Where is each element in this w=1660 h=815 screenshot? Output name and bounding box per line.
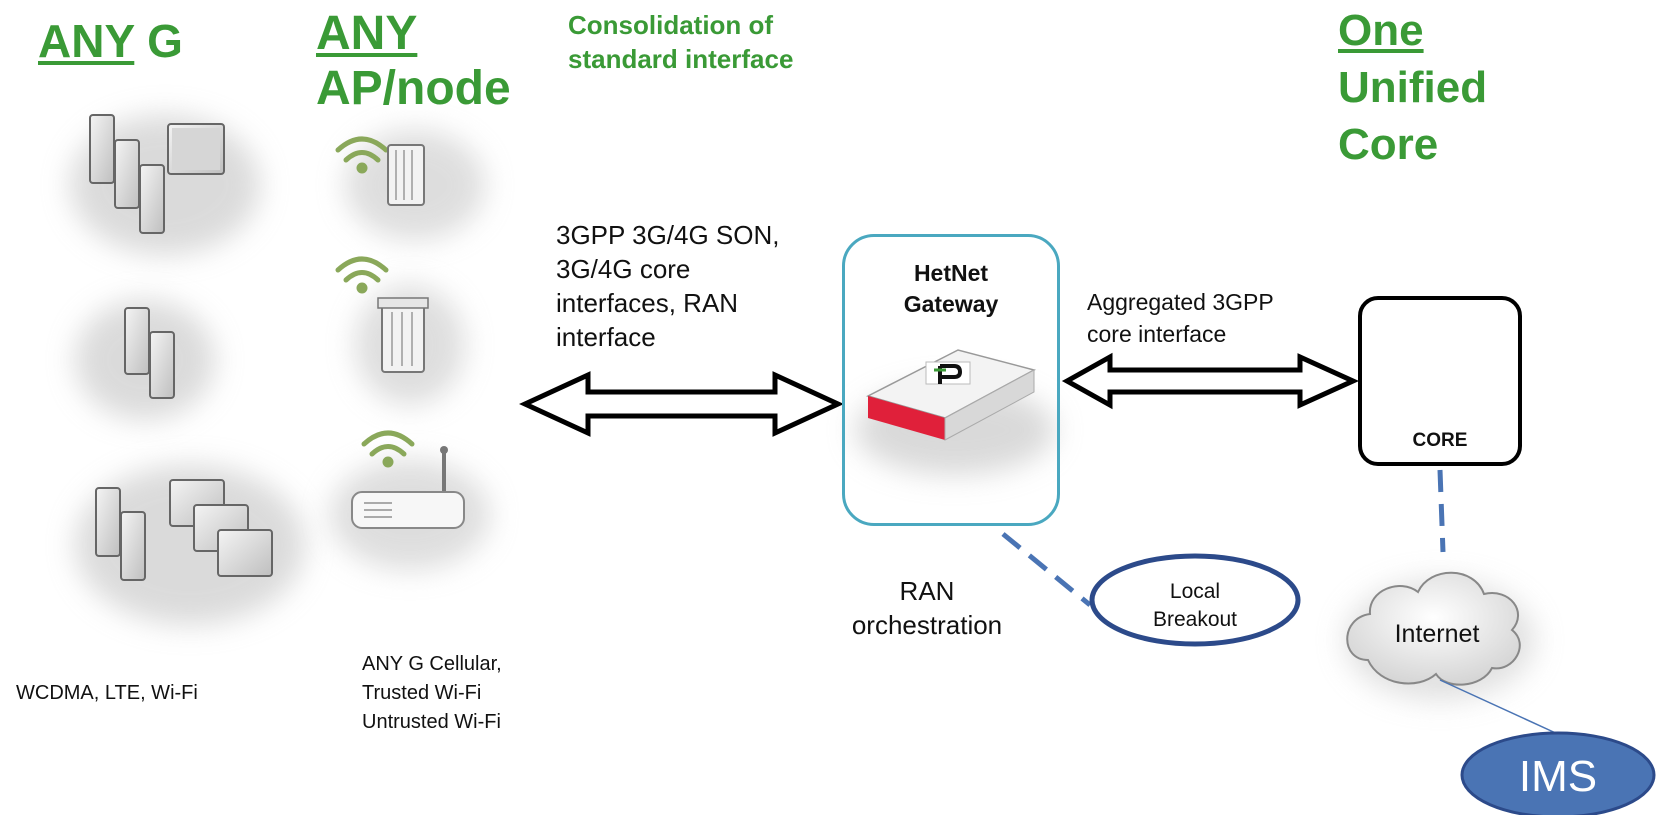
interfaces-label-line4: interface <box>556 322 656 352</box>
title-one-unified-core: One Unified Core <box>1338 2 1487 173</box>
aggregated-label-line1: Aggregated 3GPP <box>1087 289 1274 315</box>
interfaces-label-line2: 3G/4G core <box>556 254 691 284</box>
title-consolidation: Consolidation of standard interface <box>568 8 793 76</box>
ap-types-line1: ANY G Cellular, <box>362 653 502 675</box>
device-technologies-label: WCDMA, LTE, Wi-Fi <box>16 682 198 704</box>
hetnet-gateway-box <box>842 234 1060 526</box>
gateway-appliance-icon <box>855 349 1055 475</box>
title-any-ap-line1: ANY <box>316 7 418 60</box>
device-group-phones-tablets-icon <box>70 114 260 255</box>
gateway-title-line2: Gateway <box>903 291 999 317</box>
aggregated-label-line2: core interface <box>1087 321 1227 347</box>
interfaces-label: 3GPP 3G/4G SON, 3G/4G core interfaces, R… <box>556 218 780 354</box>
ims-ellipse <box>1460 731 1656 815</box>
title-core-line2: Unified <box>1338 63 1488 112</box>
local-breakout-line2: Breakout <box>1152 608 1238 631</box>
title-any-g-letter: G <box>134 15 183 67</box>
title-consolidation-line1: Consolidation of <box>568 10 774 40</box>
internet-cloud-icon <box>1345 571 1535 700</box>
title-core-line1: One <box>1338 6 1424 55</box>
title-any-g-underlined: ANY <box>38 15 135 67</box>
local-breakout-line1: Local <box>1169 580 1221 603</box>
ap-types-line2: Trusted Wi-Fi <box>362 682 482 704</box>
title-any-ap-line2: AP/node <box>316 62 511 115</box>
core-box <box>1358 296 1522 466</box>
ran-orchestration-label: RAN orchestration <box>842 574 1012 642</box>
access-point-2-icon <box>335 256 465 405</box>
device-group-phones-icon <box>75 300 215 420</box>
device-group-mixed-icon <box>75 465 305 625</box>
ran-label-line2: orchestration <box>851 610 1003 640</box>
title-core-line3: Core <box>1338 120 1439 169</box>
dashed-link-gateway-to-local-breakout <box>1001 532 1092 607</box>
hetnet-gateway-title: HetNet Gateway <box>842 258 1060 320</box>
ap-types-line3: Untrusted Wi-Fi <box>362 711 501 733</box>
gateway-title-line1: HetNet <box>913 260 989 286</box>
aggregated-core-interface-label: Aggregated 3GPP core interface <box>1087 286 1274 350</box>
core-label: CORE <box>1412 430 1468 451</box>
title-any-ap-node: ANY AP/node <box>316 6 511 116</box>
ap-types-label: ANY G Cellular, Trusted Wi-Fi Untrusted … <box>362 650 502 737</box>
link-internet-to-ims <box>1439 679 1561 736</box>
title-any-g: ANY G <box>38 14 183 68</box>
ims-label: IMS <box>1518 752 1598 801</box>
interfaces-label-line3: interfaces, RAN <box>556 288 739 318</box>
wifi-icon <box>335 136 389 174</box>
local-breakout-label: Local Breakout <box>1095 578 1295 634</box>
wifi-router-icon <box>330 430 490 570</box>
dashed-link-core-to-internet <box>1437 469 1446 553</box>
internet-label: Internet <box>1394 620 1480 648</box>
double-arrow-access-to-gateway <box>519 371 844 437</box>
title-consolidation-line2: standard interface <box>568 44 794 74</box>
double-arrow-gateway-to-core <box>1061 352 1360 410</box>
access-point-1-icon <box>335 130 485 240</box>
local-breakout-ellipse <box>1089 553 1301 647</box>
interfaces-label-line1: 3GPP 3G/4G SON, <box>556 220 780 250</box>
ran-label-line1: RAN <box>899 576 955 606</box>
